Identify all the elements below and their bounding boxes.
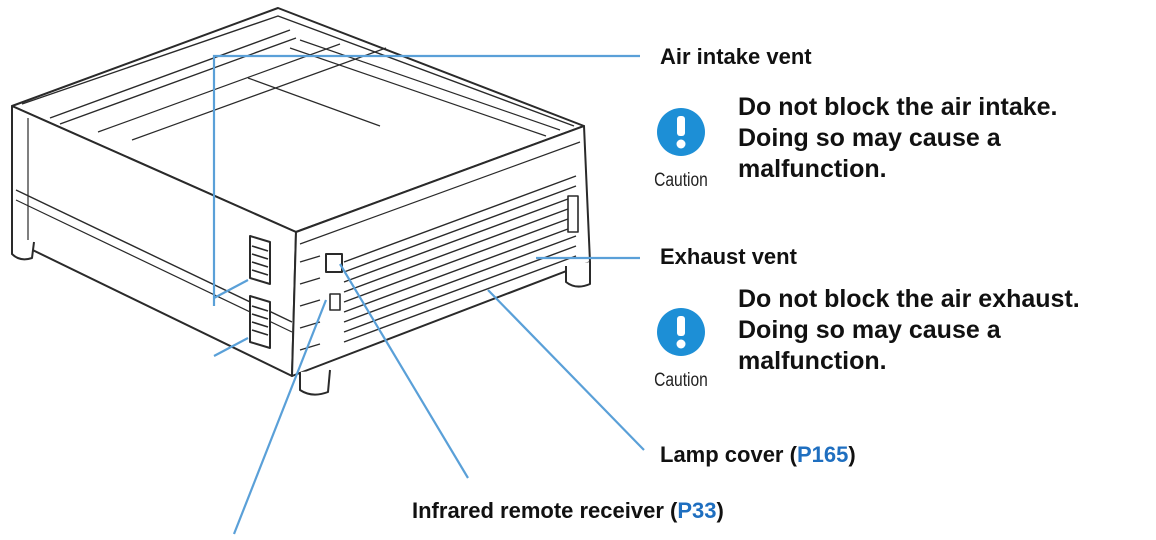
caution-exhaust-text: Do not block the air exhaust. Doing so m… bbox=[738, 284, 1080, 377]
ir-receiver-text: Infrared remote receiver ( bbox=[412, 498, 678, 523]
exhaust-vent-label: Exhaust vent bbox=[660, 244, 797, 269]
air-intake-leader-branch bbox=[213, 337, 249, 357]
lamp-cover-close: ) bbox=[848, 442, 856, 467]
caution-intake-text: Do not block the air intake. Doing so ma… bbox=[738, 92, 1058, 185]
side-intake-grille bbox=[249, 235, 271, 285]
front-exhaust-louvres bbox=[299, 175, 577, 351]
lamp-cover-leader bbox=[487, 289, 645, 451]
caution-line: Do not block the air exhaust. bbox=[738, 285, 1080, 313]
ir-receiver-label: Infrared remote receiver (P33) bbox=[412, 498, 724, 524]
projector-foot bbox=[299, 369, 331, 396]
lamp-cover-label: Lamp cover (P165) bbox=[660, 442, 856, 468]
projector-foot bbox=[11, 236, 35, 261]
front-port bbox=[329, 293, 341, 311]
air-intake-leader-branch bbox=[213, 279, 249, 299]
exclamation-circle-icon bbox=[657, 308, 705, 356]
caution-line: Do not block the air intake. bbox=[738, 93, 1058, 121]
ir-receiver-page-link[interactable]: P33 bbox=[677, 498, 717, 523]
ir-receiver-close: ) bbox=[716, 498, 724, 523]
caution-badge: Caution bbox=[646, 104, 716, 196]
caution-line: Doing so may cause a bbox=[738, 316, 1001, 344]
projector-illustration bbox=[11, 7, 591, 396]
air-intake-leader bbox=[212, 54, 640, 306]
lamp-cover-text: Lamp cover ( bbox=[660, 442, 797, 467]
caution-word: Caution bbox=[654, 170, 708, 191]
leader-lines bbox=[212, 54, 645, 535]
caution-line: malfunction. bbox=[738, 155, 887, 183]
exclamation-circle-icon bbox=[657, 108, 705, 156]
ir-receiver-window bbox=[325, 253, 343, 273]
projector-foot bbox=[565, 262, 591, 288]
caution-word: Caution bbox=[654, 370, 708, 391]
lamp-cover-page-link[interactable]: P165 bbox=[796, 442, 849, 467]
side-handle bbox=[567, 195, 579, 233]
port-leader bbox=[232, 299, 328, 535]
caution-badge: Caution bbox=[646, 304, 716, 396]
caution-line: malfunction. bbox=[738, 347, 887, 375]
ir-receiver-leader bbox=[339, 263, 469, 479]
side-intake-grille bbox=[249, 295, 271, 349]
air-intake-vent-label: Air intake vent bbox=[660, 44, 812, 69]
caution-line: Doing so may cause a bbox=[738, 124, 1001, 152]
